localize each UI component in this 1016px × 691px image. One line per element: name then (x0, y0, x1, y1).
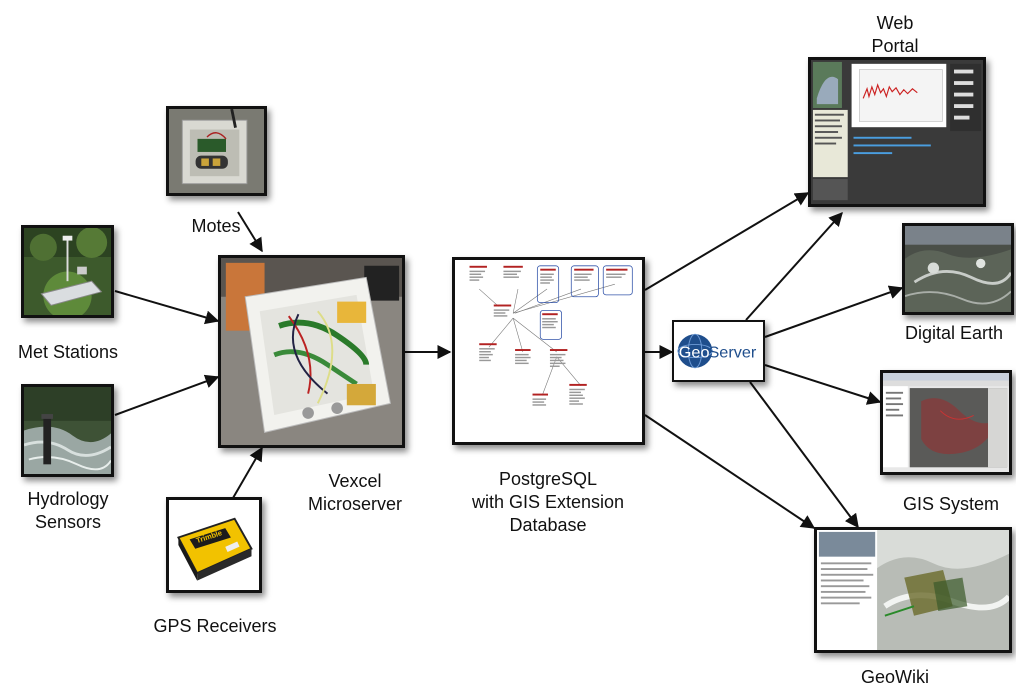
digital-earth-label: Digital Earth (893, 322, 1015, 345)
gps-receivers-photo: Trimble (166, 497, 262, 593)
postgresql-database-diagram (452, 257, 645, 445)
arrow-hydrology-to-microserver (114, 374, 220, 416)
hydrology-sensors-label: Hydrology Sensors (2, 488, 134, 534)
digital-earth-screenshot (902, 223, 1014, 315)
vexcel-microserver-photo (218, 255, 405, 448)
digital-earth-text: Digital Earth (904, 323, 1004, 343)
geoserver-logo-geo: Geo (679, 344, 710, 362)
motes-text: Motes (191, 216, 241, 236)
arrow-geoserver-to-webportal (745, 211, 843, 321)
gps-receivers-label: GPS Receivers (130, 615, 300, 638)
motes-label: Motes (166, 215, 266, 238)
geowiki-screenshot (814, 527, 1012, 653)
web-portal-screenshot (808, 57, 986, 207)
geowiki-text: GeoWiki (860, 667, 929, 687)
geowiki-label: GeoWiki (845, 666, 945, 689)
postgresql-text-line3: Database (509, 515, 587, 535)
postgresql-text-line2: with GIS Extension (471, 492, 625, 512)
met-stations-photo (21, 225, 114, 318)
gis-system-text: GIS System (902, 494, 1000, 514)
postgresql-label: PostgreSQL with GIS Extension Database (448, 468, 648, 537)
vexcel-text-line1: Vexcel (328, 471, 382, 491)
arrow-database-to-webportal (644, 192, 810, 291)
met-stations-text: Met Stations (17, 342, 119, 362)
web-portal-text-line2: Portal (871, 36, 919, 56)
hydrology-text-line2: Sensors (34, 512, 102, 532)
geoserver-logo: Geo Server (672, 320, 765, 382)
vexcel-microserver-label: Vexcel Microserver (285, 470, 425, 516)
vexcel-text-line2: Microserver (307, 494, 402, 514)
web-portal-label: Web Portal (845, 12, 945, 58)
web-portal-text-line1: Web (876, 13, 914, 33)
arrow-geoserver-to-gissystem (764, 364, 882, 405)
arrow-gps-to-microserver (232, 446, 263, 499)
met-stations-label: Met Stations (2, 341, 134, 364)
arrow-met-to-microserver (114, 290, 220, 325)
hydrology-sensors-photo (21, 384, 114, 477)
hydrology-text-line1: Hydrology (27, 489, 109, 509)
arrow-geoserver-to-digitalearth (764, 285, 904, 338)
arrow-motes-to-microserver (237, 211, 263, 253)
geoserver-logo-server: Server (708, 344, 757, 362)
arrow-geoserver-to-geowiki (749, 381, 859, 529)
gps-receivers-text: GPS Receivers (153, 616, 277, 636)
gis-system-screenshot (880, 370, 1012, 475)
postgresql-text-line1: PostgreSQL (498, 469, 598, 489)
arrow-database-to-geowiki (644, 414, 816, 529)
gis-system-label: GIS System (890, 493, 1012, 516)
motes-photo (166, 106, 267, 196)
